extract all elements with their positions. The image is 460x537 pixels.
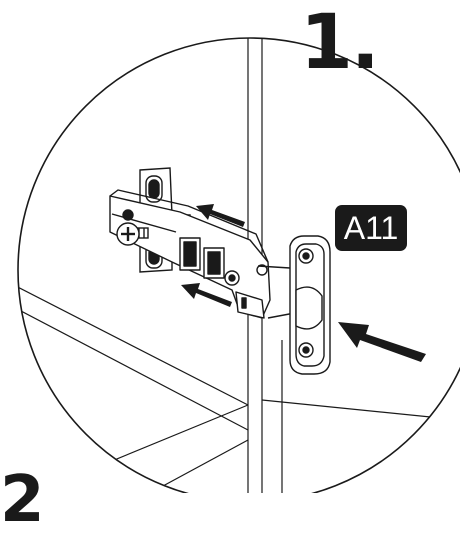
direction-arrow-icon [181,283,232,307]
cabinet-bottom-edge [18,277,249,406]
cabinet-structure [18,38,460,493]
direction-arrow-icon [196,204,245,227]
screw-icon [116,222,149,246]
next-step-number: 2 [0,463,45,537]
concealed-hinge-icon [109,189,305,319]
cabinet-floor-line [261,399,460,421]
part-code-badge: A11 [335,205,407,251]
assembly-diagram [17,37,460,493]
hinge-cup-plate-icon [289,235,331,375]
step-number: 1. [300,0,380,86]
direction-arrow-icon [338,322,426,362]
cabinet-floor-line [89,404,249,471]
cabinet-bottom-edge [18,299,249,431]
cabinet-floor-line [149,439,249,493]
